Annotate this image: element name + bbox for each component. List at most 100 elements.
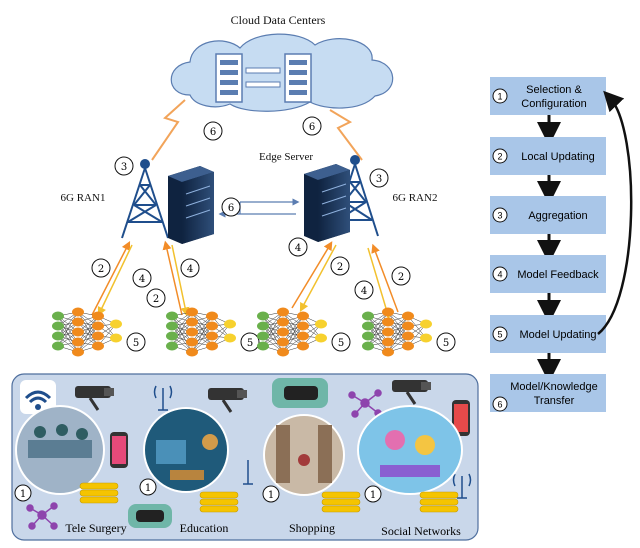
cloud-shape	[170, 33, 394, 112]
loop-back-arrow	[597, 90, 633, 335]
education-image	[143, 407, 229, 493]
svg-text:2: 2	[337, 262, 343, 273]
marker-3-ran2-label: 3	[376, 174, 382, 185]
marker-6-cloud-left-label: 6	[210, 127, 216, 138]
antenna-icon	[452, 473, 472, 499]
svg-text:4: 4	[295, 243, 301, 254]
lightning-link-left	[151, 99, 186, 161]
svg-text:4: 4	[361, 286, 367, 297]
marker-6-edge	[221, 197, 241, 217]
flow-step-label: Model/Knowledge	[510, 381, 597, 393]
svg-text:5: 5	[133, 338, 139, 349]
camera-icon	[208, 388, 247, 413]
social-networks-image	[357, 405, 463, 495]
app-label-tele-surgery: Tele Surgery	[65, 521, 126, 535]
lightning-link-right	[329, 109, 363, 161]
neural-network-model: 5	[362, 307, 456, 357]
app-label-social-networks: Social Networks	[381, 524, 461, 538]
flow-step-number: 2	[497, 152, 502, 162]
flow-step-number: 5	[497, 330, 502, 340]
vr-headset-image	[272, 378, 328, 408]
svg-text:2: 2	[153, 294, 159, 305]
process-flow: 1 Selection & Configuration 2 Local Updating…	[490, 77, 606, 412]
edge-server-right	[304, 164, 350, 242]
neural-network-model: 5	[166, 307, 260, 357]
svg-text:5: 5	[247, 338, 253, 349]
svg-text:5: 5	[443, 338, 449, 349]
svg-text:1: 1	[145, 483, 151, 494]
shopping-image	[263, 414, 345, 496]
cloud-link-bottom	[245, 81, 281, 88]
flow-step-number: 6	[497, 400, 502, 410]
flow-step-label: Local Updating	[521, 151, 594, 163]
flow-step-marker	[492, 266, 508, 282]
flow-step-marker	[492, 207, 508, 223]
tele-surgery-image	[15, 405, 105, 495]
svg-text:2: 2	[98, 264, 104, 275]
neural-network-model: 5	[257, 307, 351, 357]
token-stacks	[79, 482, 459, 513]
network-molecule-icon	[26, 502, 58, 530]
flow-step: 1 Selection & Configuration	[490, 77, 606, 115]
svg-text:1: 1	[20, 489, 26, 500]
app-label-education: Education	[180, 521, 229, 535]
flow-step-marker	[492, 148, 508, 164]
coin-stack-icon	[199, 491, 239, 513]
flow-step-marker	[492, 326, 508, 342]
flow-step-label: Aggregation	[528, 210, 587, 222]
flow-step: 2 Local Updating	[490, 137, 606, 175]
flow-step-number: 1	[497, 92, 502, 102]
svg-text:4: 4	[139, 274, 145, 285]
coin-stack-icon	[419, 491, 459, 513]
marker-3-ran2	[369, 168, 389, 188]
phone-icon	[452, 400, 470, 436]
ran2-label: 6G RAN2	[393, 192, 438, 204]
phone-icon	[110, 432, 128, 468]
marker-3-ran1	[114, 156, 134, 176]
cloud-server-right	[284, 53, 312, 103]
antenna-icon	[243, 460, 253, 485]
cloud-title: Cloud Data Centers	[231, 13, 326, 27]
flow-step-label-2: Configuration	[521, 98, 586, 110]
marker-6-cloud-right-label: 6	[309, 122, 315, 133]
vr-headset-image	[128, 504, 172, 528]
ran1-label: 6G RAN1	[61, 192, 106, 204]
flow-step-label-2: Transfer	[534, 395, 575, 407]
neural-network-model: 5	[52, 307, 146, 357]
cloud-link-top	[245, 67, 281, 74]
flow-step-marker	[492, 396, 508, 412]
svg-text:2: 2	[398, 272, 404, 283]
marker-6-cloud-left	[203, 121, 223, 141]
arrow-markers: 2 4 2 4 4 2 4 2	[91, 237, 411, 308]
flow-step-number: 4	[497, 270, 502, 280]
device-panel	[11, 373, 479, 541]
network-molecule-icon	[348, 389, 382, 418]
svg-text:5: 5	[338, 338, 344, 349]
coin-stack-icon	[79, 482, 119, 504]
app-label-shopping: Shopping	[289, 521, 335, 535]
marker-3-ran1-label: 3	[121, 162, 127, 173]
camera-icon	[392, 380, 431, 405]
selection-markers: 1 1 1 1	[14, 478, 382, 503]
svg-text:4: 4	[187, 264, 193, 275]
local-models: 5 5 5 5	[52, 307, 456, 357]
flow-step-label: Selection &	[526, 84, 582, 96]
camera-icon	[75, 386, 114, 411]
marker-6-edge-label: 6	[228, 203, 234, 214]
edge-server-title: Edge Server	[259, 151, 313, 163]
antenna-icon	[153, 385, 173, 411]
flow-step-number: 3	[497, 211, 502, 221]
edge-server-left	[168, 166, 214, 244]
svg-text:1: 1	[268, 490, 274, 501]
cloud-server-left	[215, 53, 243, 103]
coin-stack-icon	[321, 491, 361, 513]
svg-text:1: 1	[370, 490, 376, 501]
flow-step: 3 Aggregation	[490, 196, 606, 234]
update-arrows	[91, 240, 399, 320]
tower-ran1	[121, 159, 169, 239]
